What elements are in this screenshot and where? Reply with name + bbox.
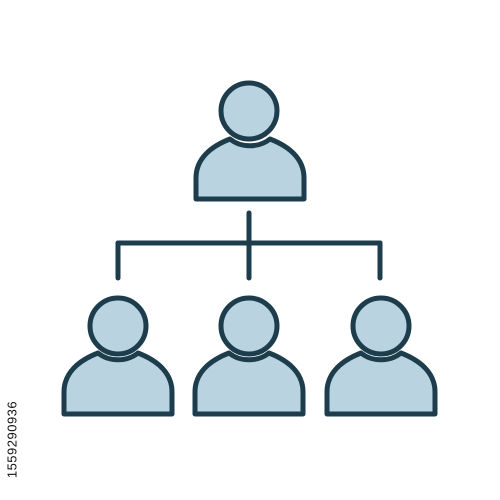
person-body: [193, 136, 307, 202]
hierarchy-connectors: [115, 210, 383, 281]
person-body: [192, 350, 306, 417]
person-icon-bottom-right: [324, 295, 438, 417]
person-icon-top: [193, 80, 307, 202]
person-body: [324, 350, 438, 417]
person-icon-bottom-center: [192, 295, 306, 417]
person-head: [350, 295, 412, 357]
stock-id-watermark: 1559290936: [4, 400, 20, 479]
person-head: [218, 80, 280, 142]
person-head: [218, 295, 280, 357]
person-body: [61, 350, 175, 417]
person-head: [87, 295, 149, 357]
person-icon-bottom-left: [61, 295, 175, 417]
